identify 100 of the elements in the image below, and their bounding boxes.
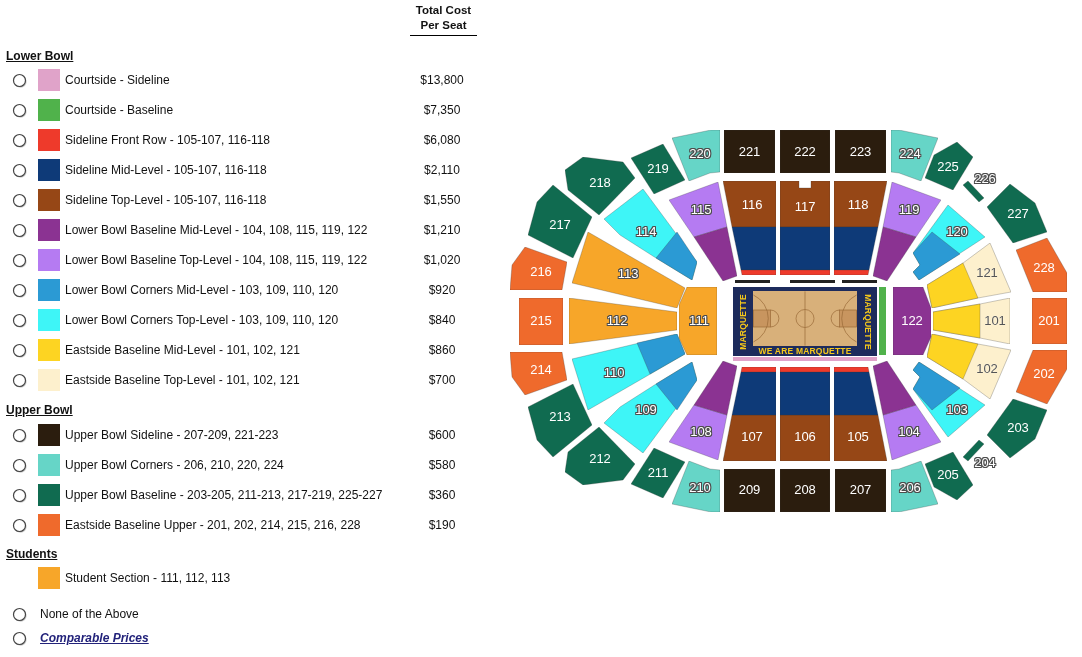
price-label: $580 [427,458,457,472]
seat-section [873,182,941,281]
section-number: 116 [741,198,763,212]
section-heading: Students [6,547,58,561]
section-number: 225 [937,160,959,174]
section-number: 223 [849,145,872,159]
seat-section [891,461,938,512]
seat-section [569,298,677,344]
section-number: 118 [847,198,869,212]
seat-section [679,287,717,355]
section-number: 218 [589,176,611,190]
section-number: 220 [689,147,711,161]
seat-section [510,352,567,395]
seat-section [987,184,1047,243]
section-number: 202 [1033,367,1055,381]
section-number: 201 [1038,314,1060,328]
section-number: 203 [1007,421,1029,435]
seat-section [528,384,592,457]
section-number: 101 [984,314,1006,328]
price-label: $840 [427,313,457,327]
price-label: $1,550 [422,193,462,207]
legend-label: Upper Bowl Baseline - 203-205, 211-213, 217-219, 225-227 [65,488,383,502]
section-number: 117 [794,200,816,214]
section-number: 222 [794,145,816,159]
seat-section [891,130,938,181]
seat-section [724,130,775,173]
seat-section [963,172,998,202]
section-number: 119 [898,203,920,217]
section-number: 104 [898,425,920,439]
section-number: 110 [603,366,625,380]
seat-section [925,142,973,190]
section-number: 211 [647,466,669,480]
seat-section [672,461,720,512]
section-number: 228 [1033,261,1055,275]
section-heading: Lower Bowl [6,49,74,63]
section-number: 213 [549,410,571,424]
seat-section [987,399,1047,458]
seat-section [834,367,887,461]
section-number: 106 [794,430,816,444]
price-label: $920 [427,283,457,297]
legend-label: Courtside - Baseline [65,103,174,117]
section-number: 115 [690,203,712,217]
section-number: 114 [635,225,657,239]
seat-section [834,181,887,275]
section-number: 209 [738,483,761,497]
seat-section [925,452,973,500]
price-label: $6,080 [422,133,462,147]
legend-label: Lower Bowl Baseline Top-Level - 104, 108, 115, 119, 122 [65,253,368,267]
option-label: None of the Above [40,607,139,621]
price-label: $7,350 [422,103,462,117]
legend-label: Eastside Baseline Upper - 201, 202, 214, 215, 216, 228 [65,518,361,532]
seat-section [873,361,941,460]
price-label: $2,110 [423,163,461,177]
seat-section [963,440,998,470]
section-number: 227 [1007,207,1029,221]
legend-label: Lower Bowl Corners Mid-Level - 103, 109, 110, 120 [65,283,339,297]
section-number: 204 [974,456,996,470]
seat-section [1016,350,1067,404]
seat-section [1016,238,1067,292]
seat-section [519,298,563,345]
price-label: $360 [427,488,457,502]
seat-section [835,469,886,512]
section-number: 217 [549,218,571,232]
section-number: 113 [617,267,639,281]
seat-section [933,298,1010,344]
legend-label: Courtside - Sideline [65,73,170,87]
price-label: $700 [427,373,457,387]
seat-section [565,157,635,215]
seat-section [669,361,737,460]
court-text: MARQUETTE [738,293,748,350]
court-text: WE ARE MARQUETTE [758,346,852,356]
seat-section [723,181,776,275]
legend-label: Student Section - 111, 112, 113 [65,571,231,585]
seat-section [631,144,685,194]
section-number: 107 [741,430,763,444]
price-label: $1,020 [422,253,462,267]
legend-label: Lower Bowl Baseline Mid-Level - 104, 108, 115, 119, 122 [65,223,368,237]
section-heading: Upper Bowl [6,403,73,417]
section-number: 205 [937,468,959,482]
section-number: 210 [689,481,711,495]
seat-section [669,182,737,281]
section-number: 207 [849,483,872,497]
section-number: 219 [647,162,669,176]
seat-section [565,427,635,485]
seat-section [835,130,886,173]
section-number: 206 [899,481,921,495]
price-label: $860 [427,343,457,357]
seat-section [528,185,592,258]
legend-label: Eastside Baseline Mid-Level - 101, 102, 121 [65,343,300,357]
section-number: 120 [946,225,968,239]
section-number: 102 [976,362,998,376]
seat-section [1032,298,1067,344]
section-number: 215 [530,314,552,328]
seat-section [724,469,775,512]
section-number: 103 [946,403,968,417]
basketball-court [733,287,877,356]
section-number: 221 [738,145,761,159]
price-label: $13,800 [419,73,465,87]
legend-label: Lower Bowl Corners Top-Level - 103, 109, 110, 120 [65,313,339,327]
section-number: 214 [530,363,552,377]
